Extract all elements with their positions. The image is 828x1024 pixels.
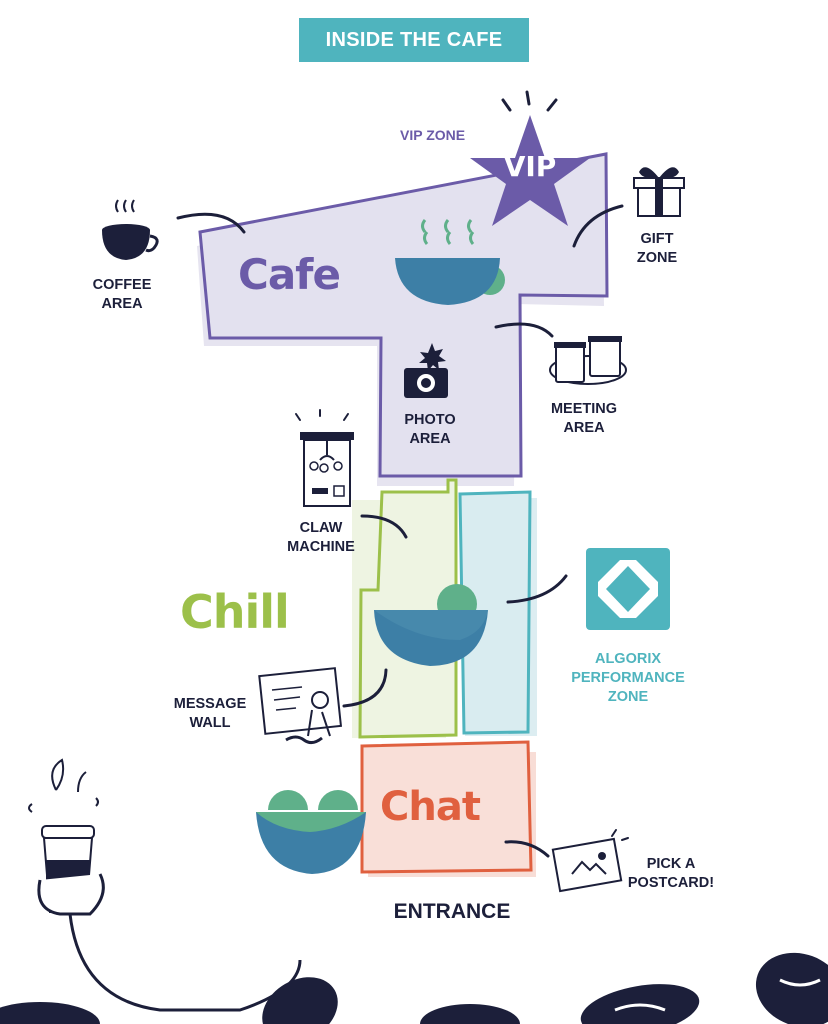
coffee-cup-icon [102,199,159,260]
chat-bowl [256,790,366,874]
cafe-bowl [395,219,505,305]
chat-floor [360,740,536,877]
label-claw-machine: CLAW MACHINE [287,520,355,555]
label-gift-zone: GIFT ZONE [636,231,678,266]
postcard-icon [551,829,629,893]
vip-star [470,90,590,226]
coffee-beans [0,952,828,1024]
message-wall-icon [258,667,343,745]
page-title: INSIDE THE CAFE [299,18,529,62]
zone-cafe: Cafe [238,250,341,299]
label-meeting-area: MEETING AREA [550,401,618,436]
zone-chat: Chat [380,784,481,830]
cup-carrier-icon [549,336,627,385]
label-postcard: PICK A POSTCARD! [627,856,715,891]
connector-lines [176,204,624,858]
chill-bowl [374,584,488,666]
claw-machine-icon [295,409,354,507]
algorix-logo-icon [586,548,670,630]
zone-chill: Chill [180,585,290,639]
vip-badge-text: VIP [503,150,557,183]
cafe-floor [197,152,609,486]
label-entrance: ENTRANCE [393,900,511,923]
label-photo-area: PHOTO AREA [404,412,456,447]
gift-icon [633,167,685,217]
vip-zone-label: VIP ZONE [400,127,466,143]
label-message-wall: MESSAGE WALL [173,696,247,731]
label-algorix-zone: ALGORIX PERFORMANCE ZONE [571,651,685,705]
camera-icon [404,343,448,398]
takeaway-cup-icon [28,758,302,1012]
label-coffee-area: COFFEE AREA [92,277,152,312]
